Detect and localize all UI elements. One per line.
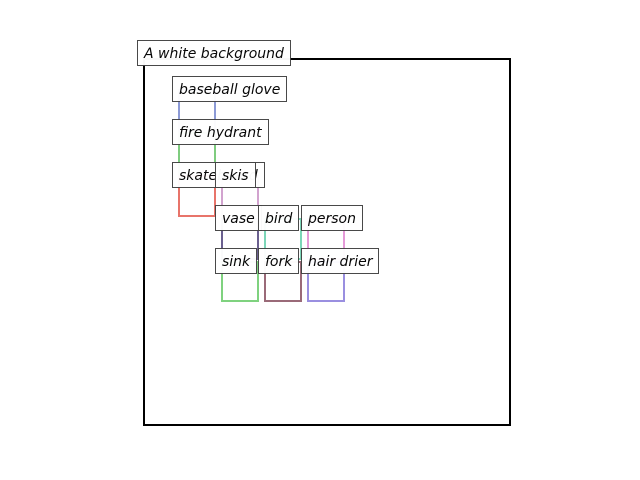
box-baseball-glove	[178, 89, 216, 217]
label-vase: vase	[215, 205, 262, 231]
background-frame	[143, 58, 511, 426]
label-sink: sink	[215, 248, 258, 274]
label-fire-hydrant: fire hydrant	[172, 119, 269, 145]
label-person: person	[301, 205, 363, 231]
label-bird: bird	[258, 205, 300, 231]
label-fork: fork	[258, 248, 300, 274]
label-skis: skis	[215, 162, 256, 188]
label-hair-drier: hair drier	[301, 248, 380, 274]
background-label: A white background	[137, 40, 291, 66]
label-baseball-glove: baseball glove	[172, 76, 288, 102]
